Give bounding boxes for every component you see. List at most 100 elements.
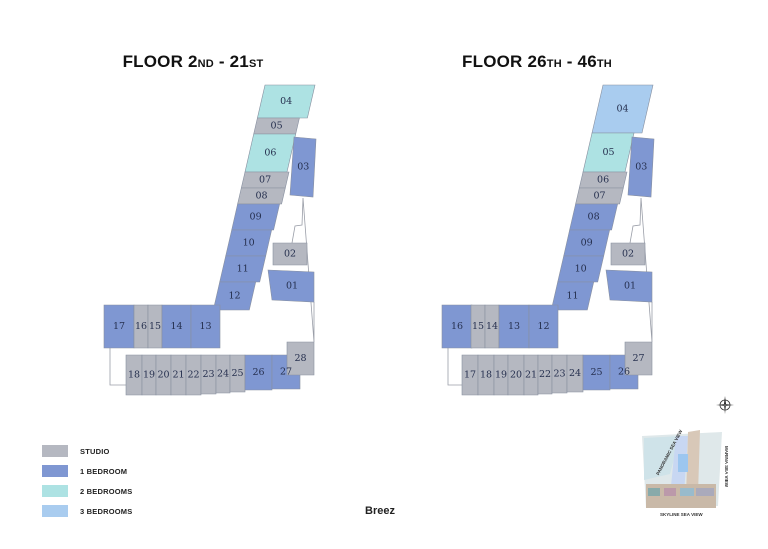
unit-number: 21: [172, 370, 184, 381]
unit-number: 19: [495, 370, 507, 381]
unit-24[interactable]: [215, 354, 231, 394]
unit-03[interactable]: [627, 136, 655, 198]
unit-number: 01: [624, 281, 636, 292]
unit-number: 20: [510, 370, 522, 381]
legend-label: 3 BEDROOMS: [80, 506, 133, 516]
compass-icon: [716, 396, 734, 414]
unit-number: 09: [581, 238, 593, 249]
floor-plan-26th-46th: [441, 84, 655, 396]
unit-number: 26: [618, 367, 630, 378]
unit-number: 19: [143, 370, 155, 381]
unit-number: 04: [616, 104, 628, 115]
unit-number: 04: [280, 96, 292, 107]
legend-swatch: [42, 445, 68, 457]
unit-12[interactable]: [528, 304, 559, 349]
unit-13[interactable]: [190, 304, 221, 349]
unit-number: 05: [602, 147, 614, 158]
unit-number: 12: [228, 291, 240, 302]
unit-21[interactable]: [523, 354, 539, 396]
unit-23[interactable]: [551, 354, 568, 394]
title-suffix: ND: [197, 58, 214, 70]
legend-swatch: [42, 485, 68, 497]
title-suffix: ST: [248, 58, 264, 70]
corridor-outline: [109, 348, 126, 386]
unit-08[interactable]: [569, 203, 618, 231]
corridor-outline: [447, 348, 464, 386]
project-name: Breez: [365, 505, 395, 517]
unit-02[interactable]: [272, 242, 308, 266]
legend-swatch: [42, 505, 68, 517]
title-text: FLOOR 26: [462, 52, 547, 71]
unit-number: 08: [588, 212, 600, 223]
unit-number: 25: [231, 368, 243, 379]
unit-01[interactable]: [267, 269, 315, 303]
unit-10[interactable]: [557, 255, 605, 283]
unit-number: 20: [157, 370, 169, 381]
unit-number: 16: [451, 321, 463, 332]
unit-23[interactable]: [200, 354, 217, 395]
unit-number: 25: [590, 367, 602, 378]
unit-11[interactable]: [219, 255, 267, 283]
legend-item-3-bedrooms: 3 BEDROOMS: [42, 501, 132, 521]
unit-07[interactable]: [575, 187, 624, 205]
site-map: PANORAMIC SEA VIEW MARINA SEA VIEW SKYLI…: [640, 424, 729, 518]
unit-number: 03: [635, 162, 647, 173]
unit-number: 06: [264, 148, 276, 159]
unit-number: 28: [294, 353, 306, 364]
unit-04[interactable]: [591, 84, 654, 134]
unit-03[interactable]: [289, 136, 317, 198]
unit-28[interactable]: [286, 341, 315, 376]
unit-number: 01: [286, 281, 298, 292]
title-suffix: TH: [546, 58, 562, 70]
unit-12[interactable]: [212, 281, 257, 311]
unit-22[interactable]: [185, 354, 202, 396]
unit-number: 10: [243, 238, 255, 249]
unit-08[interactable]: [237, 187, 286, 205]
unit-09[interactable]: [231, 203, 280, 231]
corridor-outline: [291, 197, 315, 343]
unit-number: 15: [149, 321, 161, 332]
unit-number: 09: [250, 212, 262, 223]
unit-11[interactable]: [550, 281, 595, 311]
unit-02[interactable]: [610, 242, 646, 266]
floor-plan-2nd-21st: [103, 84, 317, 396]
unit-number: 06: [597, 175, 609, 186]
unit-number: 21: [525, 370, 537, 381]
unit-number: 23: [553, 369, 565, 380]
unit-number: 05: [271, 121, 283, 132]
unit-number: 17: [464, 370, 476, 381]
unit-number: 02: [622, 249, 634, 260]
unit-number: 27: [280, 367, 292, 378]
unit-number: 13: [199, 321, 211, 332]
unit-number: 24: [569, 368, 581, 379]
legend: STUDIO 1 BEDROOM 2 BEDROOMS 3 BEDROOMS: [42, 441, 132, 521]
unit-number: 07: [593, 191, 605, 202]
unit-number: 13: [508, 321, 520, 332]
legend-label: 1 BEDROOM: [80, 466, 128, 476]
floor-title-26th-46th: FLOOR 26TH - 46TH: [462, 52, 612, 72]
unit-number: 11: [237, 264, 249, 275]
legend-label: 2 BEDROOMS: [80, 486, 133, 496]
floor-title-2nd-21st: FLOOR 2ND - 21ST: [123, 52, 264, 72]
unit-number: 07: [259, 175, 271, 186]
map-label-marina: MARINA SEA VIEW: [723, 446, 729, 487]
legend-item-2-bedrooms: 2 BEDROOMS: [42, 481, 132, 501]
unit-number: 15: [472, 321, 484, 332]
legend-item-1-bedroom: 1 BEDROOM: [42, 461, 132, 481]
unit-24[interactable]: [566, 354, 584, 393]
unit-25[interactable]: [229, 354, 246, 393]
unit-number: 12: [537, 321, 549, 332]
unit-25[interactable]: [582, 354, 611, 391]
title-text: - 21: [213, 52, 249, 71]
unit-27[interactable]: [624, 341, 653, 376]
unit-26[interactable]: [244, 354, 273, 391]
unit-number: 22: [539, 369, 551, 380]
unit-number: 23: [202, 369, 214, 380]
unit-01[interactable]: [605, 269, 653, 303]
legend-label: STUDIO: [80, 446, 110, 456]
unit-22[interactable]: [537, 354, 553, 395]
unit-04[interactable]: [257, 84, 316, 119]
unit-number: 27: [632, 353, 644, 364]
unit-number: 26: [252, 367, 264, 378]
